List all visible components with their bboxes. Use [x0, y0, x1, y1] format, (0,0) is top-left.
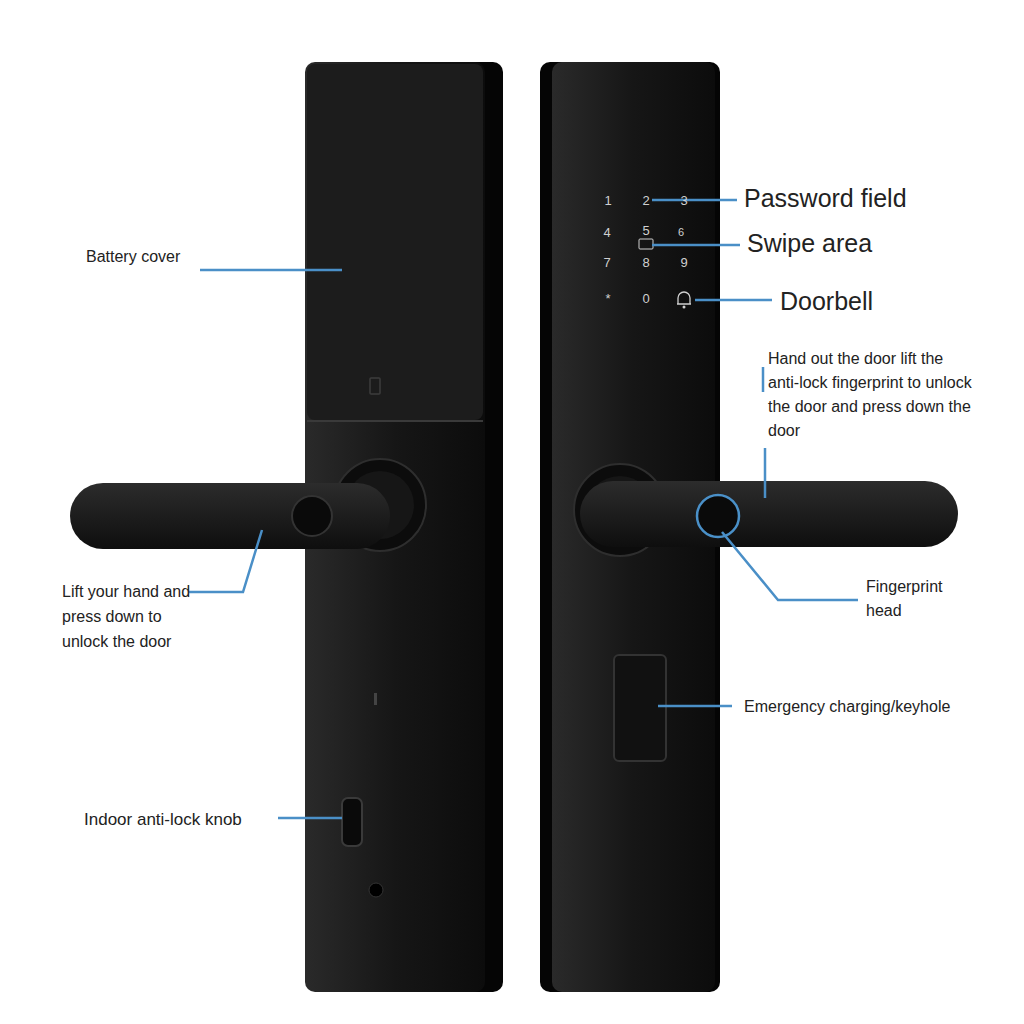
keypad-key: * — [605, 292, 610, 305]
keypad-key: 2 — [642, 194, 649, 207]
callout-label: Swipe area — [747, 225, 872, 263]
callout-label: Lift your hand and press down to unlock … — [62, 580, 192, 654]
keypad-key: 4 — [603, 226, 610, 239]
callout-label: Hand out the door lift the anti-lock fin… — [768, 347, 973, 443]
callout-label: Battery cover — [86, 245, 181, 270]
callout-label: Doorbell — [780, 283, 873, 321]
callout-label: Indoor anti-lock knob — [84, 807, 242, 833]
keypad-key: 7 — [603, 256, 610, 269]
keypad-key: 8 — [642, 256, 649, 269]
keypad-key: 1 — [604, 194, 611, 207]
keypad-key: 6 — [678, 227, 684, 238]
callout-label: Password field — [744, 180, 907, 218]
keypad-key: 0 — [642, 292, 649, 305]
keypad-key: 9 — [680, 256, 687, 269]
callout-label: Emergency charging/keyhole — [744, 695, 950, 719]
callout-label: Fingerprint head — [866, 575, 966, 623]
keypad-key: 3 — [680, 194, 687, 207]
keypad-key: 5 — [642, 224, 649, 237]
